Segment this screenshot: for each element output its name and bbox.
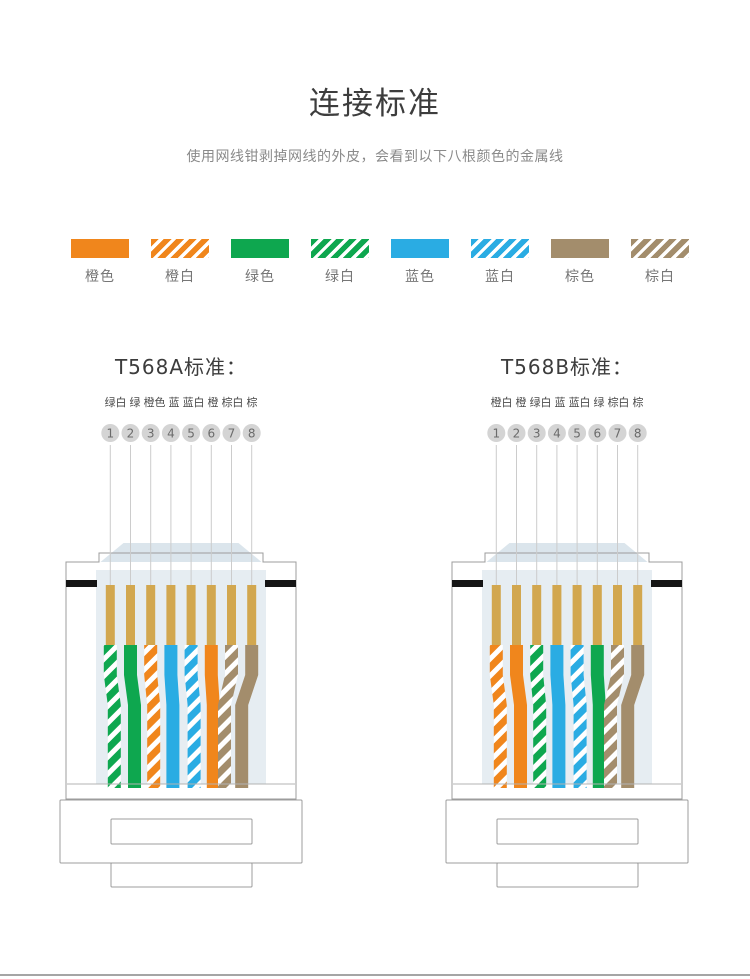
legend-item-label: 橙色 — [85, 269, 115, 285]
pin-number-circle — [182, 424, 201, 442]
pin-guide-lines — [495, 445, 639, 589]
pin-number-label: 1 — [492, 427, 500, 441]
legend-item: 蓝色 — [391, 239, 449, 286]
blue-swatch — [391, 239, 449, 258]
connector-body — [65, 543, 297, 800]
green-white-swatch — [311, 239, 369, 258]
pin-number-label: 1 — [106, 427, 114, 441]
legend-item: 棕白 — [631, 239, 689, 286]
page-subtitle: 使用网线钳剥掉网线的外皮，会看到以下八根颜色的金属线 — [186, 149, 564, 165]
page-title: 连接标准 — [309, 86, 441, 122]
wire-blue-white — [184, 645, 201, 788]
pin-number-label: 2 — [513, 427, 521, 441]
pin-number-label: 2 — [127, 427, 135, 441]
pin-number-circle — [547, 424, 566, 442]
black-side-bars — [66, 580, 296, 587]
pin-number-label: 4 — [553, 427, 561, 441]
pin-number-label: 7 — [614, 427, 622, 441]
wire-blue — [550, 645, 566, 788]
legend-item: 绿色 — [231, 239, 289, 286]
wire-orange-white — [144, 645, 161, 788]
wire-orange-white — [489, 645, 507, 788]
wire-orange — [510, 645, 527, 788]
pin-number-label: 5 — [187, 427, 195, 441]
pin-number-circle — [568, 424, 587, 442]
pin-number-circle — [121, 424, 140, 442]
t568b-wire-order: 橙白 橙 绿白 蓝 蓝白 绿 棕白 棕 — [490, 396, 644, 409]
color-legend: 橙色 橙白 绿色 绿白 蓝色 蓝白 棕色 棕白 — [71, 239, 689, 286]
pin-number-label: 7 — [228, 427, 236, 441]
orange-swatch — [71, 239, 129, 258]
t568a-title: T568A标准： — [114, 355, 248, 379]
legend-item: 蓝白 — [471, 239, 529, 286]
colored-wires — [103, 645, 259, 788]
green-swatch — [231, 239, 289, 258]
pin-number-label: 4 — [167, 427, 175, 441]
pin-number-label: 8 — [634, 427, 642, 441]
t568a-wire-order: 绿白 绿 橙色 蓝 蓝白 橙 棕白 棕 — [104, 396, 258, 409]
pin-number-circle — [527, 424, 546, 442]
legend-item: 橙色 — [71, 239, 129, 286]
connector-latch — [445, 799, 689, 888]
pin-number-label: 3 — [533, 427, 541, 441]
black-side-bars — [452, 580, 682, 587]
pin-number-circle — [507, 424, 526, 442]
legend-item-label: 绿色 — [245, 269, 275, 285]
wire-blue-white — [570, 645, 587, 788]
pin-number-circle — [141, 424, 160, 442]
pin-number-circle — [608, 424, 627, 442]
pin-number-circle — [628, 424, 647, 442]
gold-contact-pins — [105, 585, 257, 652]
pin-number-label: 6 — [593, 427, 601, 441]
pin-number-label: 3 — [147, 427, 155, 441]
pin-number-label: 8 — [248, 427, 256, 441]
gold-contact-pins — [491, 585, 643, 652]
wire-brown-white — [604, 645, 624, 788]
wire-brown — [235, 645, 259, 788]
brown-white-swatch — [631, 239, 689, 258]
legend-item-label: 橙白 — [165, 269, 195, 285]
pin-number-circle — [242, 424, 261, 442]
legend-item-label: 棕白 — [645, 269, 675, 285]
legend-item: 棕色 — [551, 239, 609, 286]
legend-item: 绿白 — [311, 239, 369, 286]
pin-number-circle — [101, 424, 120, 442]
wire-orange — [204, 645, 220, 788]
orange-white-swatch — [151, 239, 209, 258]
brown-swatch — [551, 239, 609, 258]
t568b-title: T568B标准： — [500, 355, 634, 379]
pin-number-label: 6 — [207, 427, 215, 441]
connector-latch — [59, 799, 303, 888]
wire-blue — [164, 645, 180, 788]
wire-brown-white — [218, 645, 238, 788]
bottom-divider-line — [0, 974, 750, 976]
pin-guide-lines — [109, 445, 253, 589]
legend-item: 橙白 — [151, 239, 209, 286]
wire-green — [124, 645, 141, 788]
wire-green-white — [530, 645, 547, 788]
wire-green-white — [103, 645, 121, 788]
pin-number-circle — [222, 424, 241, 442]
legend-item-label: 绿白 — [325, 269, 355, 285]
pin-number-circle — [588, 424, 607, 442]
pin-number-circle — [202, 424, 221, 442]
pin-number-circle — [161, 424, 180, 442]
legend-item-label: 蓝色 — [405, 269, 435, 285]
pin-number-circle — [487, 424, 506, 442]
colored-wires — [489, 645, 645, 788]
pin-number-label: 5 — [573, 427, 581, 441]
wire-brown — [621, 645, 645, 788]
wire-green — [590, 645, 606, 788]
blue-white-swatch — [471, 239, 529, 258]
legend-item-label: 棕色 — [565, 269, 595, 285]
legend-item-label: 蓝白 — [485, 269, 515, 285]
connector-body — [451, 543, 683, 800]
